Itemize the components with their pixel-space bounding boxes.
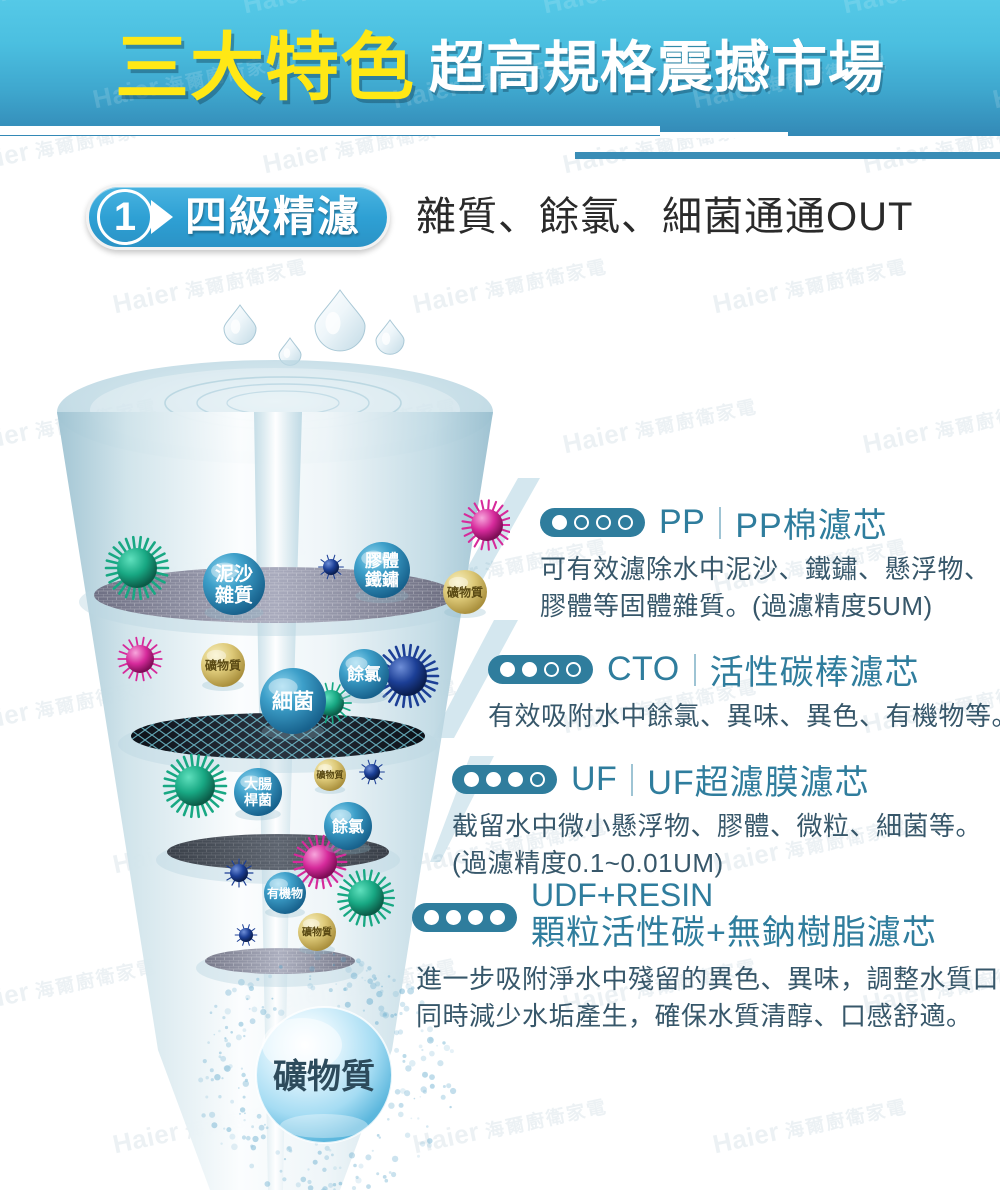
stage-dot [468, 910, 483, 925]
header-title-sub: 超高規格震撼市場 [429, 40, 885, 96]
step-tagline: 雜質、餘氯、細菌通通OUT [416, 197, 913, 237]
divider [631, 764, 633, 796]
banner-underline-white-short [660, 132, 788, 138]
svg-text:鐵鏽: 鐵鏽 [365, 570, 399, 590]
bubble-mud: 泥沙雜質 [203, 553, 265, 621]
stage-code-cto: CTO [607, 650, 680, 689]
stage-body-line: 膠體等固體雜質。(過濾精度5UM) [540, 588, 991, 625]
bubble-chlor-1: 餘氯 [339, 649, 389, 704]
stage-dot [500, 662, 515, 677]
svg-text:餘氯: 餘氯 [347, 664, 381, 684]
mineral-result-label: 礦物質 [273, 1057, 375, 1096]
header-title-main: 三大特色 [115, 31, 415, 105]
section-rule-right [575, 152, 1000, 159]
stage-dot [508, 772, 523, 787]
stage-name-pp: PP棉濾芯 [735, 498, 887, 547]
stage-name-udf: 顆粒活性碳+無鈉樹脂濾芯 [531, 914, 937, 953]
stage-dot [486, 772, 501, 787]
stage-dot [490, 910, 505, 925]
watermark: Haier海爾廚衛家電 [860, 389, 1000, 460]
watermark: Haier海爾廚衛家電 [710, 1089, 910, 1160]
step-label: 四級精濾 [185, 196, 361, 238]
stage-dot [464, 772, 479, 787]
bubble-min-low: 礦物質 [314, 759, 346, 794]
stage-dot [618, 515, 633, 530]
stage-dots-pp [540, 508, 645, 537]
stage-body-line: 進一步吸附淨水中殘留的異色、異味，調整水質口感， [416, 961, 1000, 998]
stage-dots-cto [488, 655, 593, 684]
stage-body-udf: 進一步吸附淨水中殘留的異色、異味，調整水質口感， 同時減少水垢產生，確保水質清醇… [416, 961, 1000, 1035]
stage-dot [566, 662, 581, 677]
stage-name-uf: UF超濾膜濾芯 [647, 755, 869, 804]
bubble-min-top: 礦物質 [443, 570, 487, 618]
stage-dot [522, 662, 537, 677]
stage-block-pp: PP PP棉濾芯 可有效濾除水中泥沙、鐵鏽、懸浮物、 膠體等固體雜質。(過濾精度… [540, 498, 991, 625]
svg-text:雜質: 雜質 [215, 583, 253, 606]
header-banner: Haier海爾廚衛家電Haier海爾廚衛家電Haier海爾廚衛家電Haier海爾… [0, 0, 1000, 136]
bubble-min-bot: 礦物質 [298, 913, 336, 954]
divider [694, 654, 696, 686]
svg-text:泥沙: 泥沙 [215, 563, 253, 585]
step-pill: 1 四級精濾 [86, 184, 390, 250]
stage-name-cto: 活性碳棒濾芯 [710, 645, 920, 694]
stage-body-line: 可有效濾除水中泥沙、鐵鏽、懸浮物、 [540, 551, 991, 588]
svg-text:膠體: 膠體 [365, 552, 399, 571]
stage-dot [596, 515, 611, 530]
stage-dot [552, 515, 567, 530]
divider [719, 507, 721, 539]
bubble-colloid: 膠體鐵鏽 [354, 542, 410, 603]
bubble-ecoli: 大腸桿菌 [234, 768, 282, 820]
stage-body-line: 有效吸附水中餘氯、異味、異色、有機物等。 [488, 698, 1000, 735]
svg-text:桿菌: 桿菌 [244, 792, 272, 808]
stage-code-pp: PP [659, 503, 705, 542]
stage-dot [424, 910, 439, 925]
bubble-min-mid: 礦物質 [201, 643, 245, 691]
stage-dots-udf [412, 903, 517, 932]
stage-code-udf: UDF+RESIN [531, 878, 937, 914]
watermark: Haier海爾廚衛家電 [560, 389, 760, 460]
svg-text:礦物質: 礦物質 [316, 769, 343, 780]
filtration-funnel-graphic: 泥沙雜質膠體鐵鏽礦物質礦物質餘氯細菌大腸桿菌礦物質餘氯有機物礦物質 礦物質 [40, 270, 510, 1190]
bubble-bacteria: 細菌 [260, 668, 326, 740]
svg-text:礦物質: 礦物質 [205, 657, 241, 672]
water-droplets [224, 290, 404, 365]
stage-body-pp: 可有效濾除水中泥沙、鐵鏽、懸浮物、 膠體等固體雜質。(過濾精度5UM) [540, 551, 991, 625]
chevron-right-icon [151, 200, 173, 234]
stage-body-line: 同時減少水垢產生，確保水質清醇、口感舒適。 [416, 998, 1000, 1035]
stage-code-uf: UF [571, 760, 617, 799]
watermark: Haier海爾廚衛家電 [710, 249, 910, 320]
stage-body-cto: 有效吸附水中餘氯、異味、異色、有機物等。 [488, 698, 1000, 735]
stage-body-uf: 截留水中微小懸浮物、膠體、微粒、細菌等。 (過濾精度0.1~0.01UM) [452, 808, 982, 882]
stage-block-cto: CTO 活性碳棒濾芯 有效吸附水中餘氯、異味、異色、有機物等。 [488, 645, 1000, 735]
stage-dots-uf [452, 765, 557, 794]
svg-text:礦物質: 礦物質 [447, 584, 483, 599]
step-header-row: 1 四級精濾 雜質、餘氯、細菌通通OUT [86, 184, 913, 250]
stage-dot [544, 662, 559, 677]
svg-text:礦物質: 礦物質 [302, 926, 332, 939]
stage-block-udf: UDF+RESIN 顆粒活性碳+無鈉樹脂濾芯 進一步吸附淨水中殘留的異色、異味，… [412, 878, 1000, 1035]
svg-text:大腸: 大腸 [244, 776, 272, 792]
stage-dot [574, 515, 589, 530]
step-number: 1 [97, 189, 153, 245]
svg-text:餘氯: 餘氯 [332, 817, 364, 836]
banner-underline-white [0, 126, 660, 135]
bubble-chlor-2: 餘氯 [324, 802, 372, 854]
stage-body-line: 截留水中微小懸浮物、膠體、微粒、細菌等。 [452, 808, 982, 845]
stage-block-uf: UF UF超濾膜濾芯 截留水中微小懸浮物、膠體、微粒、細菌等。 (過濾精度0.1… [452, 755, 982, 882]
bubble-organic: 有機物 [264, 872, 306, 918]
svg-text:細菌: 細菌 [272, 690, 314, 714]
stage-dot [446, 910, 461, 925]
stage-dot [530, 772, 545, 787]
svg-text:有機物: 有機物 [267, 885, 303, 900]
